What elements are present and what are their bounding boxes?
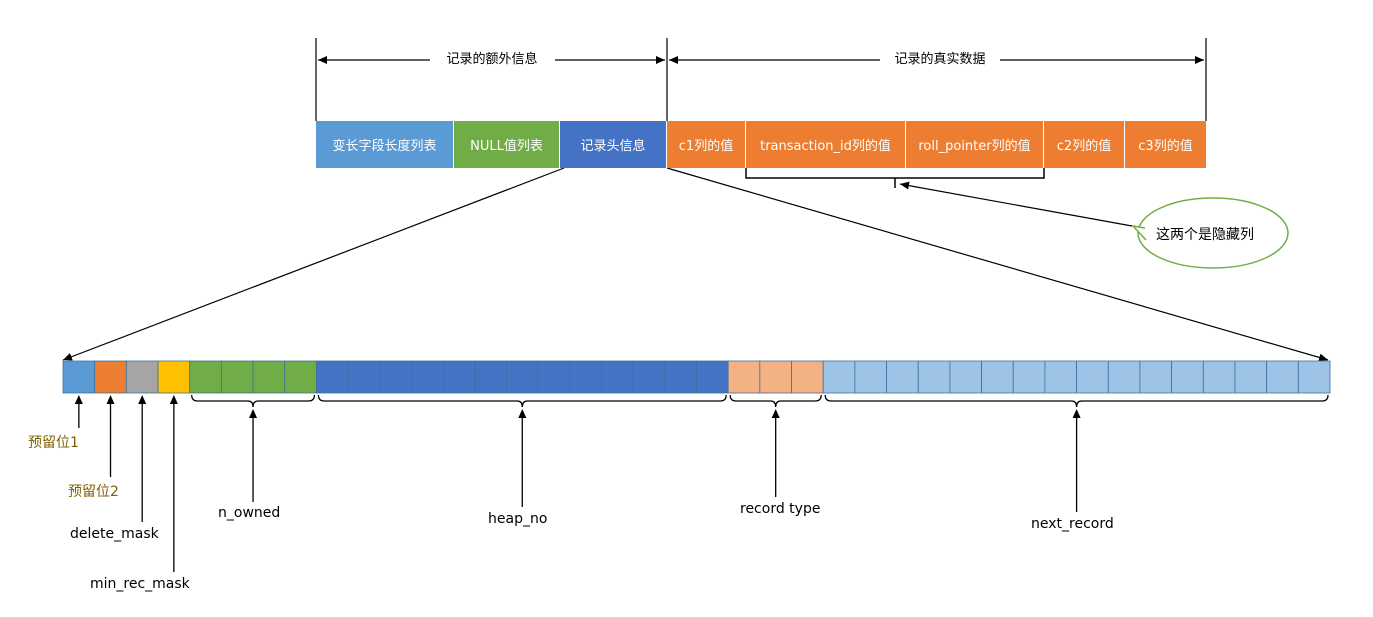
- label-reserved2: 预留位2: [68, 484, 119, 500]
- pointer-record-type-head: [771, 409, 780, 418]
- segment-record-header: 记录头信息: [560, 121, 667, 168]
- label-n-owned: n_owned: [218, 505, 281, 521]
- pointer-next-record-head: [1072, 409, 1081, 418]
- bit-cell-min-rec-mask: [157, 360, 191, 394]
- pointer-reserved2-head: [106, 395, 115, 404]
- bit-cell-next-record: [1297, 360, 1331, 394]
- brace-n-owned: [191, 394, 316, 408]
- bit-cell-next-record: [1012, 360, 1046, 394]
- segment-transaction-id-label: transaction_id列的值: [760, 139, 891, 154]
- segment-record-header-label: 记录头信息: [580, 139, 646, 154]
- bit-cell-next-record: [981, 360, 1014, 394]
- brace-heap-no: [317, 394, 727, 408]
- bit-cell-heap-no: [696, 360, 729, 394]
- segment-c1-label: c1列的值: [678, 139, 734, 154]
- segment-null-list: NULL值列表: [454, 121, 560, 168]
- bit-cell-next-record: [1266, 360, 1299, 394]
- label-next-record: next_record: [1031, 516, 1114, 532]
- bit-cell-next-record: [1076, 360, 1109, 394]
- bit-cell-heap-no: [537, 360, 571, 394]
- label-reserved1: 预留位1: [28, 435, 79, 451]
- segment-var-len-list: 变长字段长度列表: [316, 121, 454, 168]
- callout-tail: [1130, 224, 1147, 241]
- bit-cell-heap-no: [379, 360, 412, 394]
- bit-cell-n-owned: [189, 360, 222, 394]
- callout-text: 这两个是隐藏列: [1156, 227, 1254, 243]
- callout-arrow: [899, 181, 1133, 227]
- segment-c3: c3列的值: [1125, 121, 1206, 168]
- segment-transaction-id: transaction_id列的值: [746, 121, 906, 168]
- segment-roll-pointer: roll_pointer列的值: [906, 121, 1044, 168]
- expand-line-left: [62, 167, 565, 361]
- real-data-label: 记录的真实数据: [886, 50, 994, 70]
- bit-cell-next-record: [917, 360, 951, 394]
- bit-cell-reserved1: [62, 360, 96, 394]
- bit-cell-next-record: [886, 360, 919, 394]
- bit-cell-next-record: [1139, 360, 1173, 394]
- segment-c3-label: c3列的值: [1138, 139, 1193, 154]
- brace-next-record: [824, 394, 1329, 408]
- segment-var-len-list-label: 变长字段长度列表: [332, 139, 437, 154]
- segment-c1: c1列的值: [667, 121, 746, 168]
- bit-cell-heap-no: [664, 360, 697, 394]
- bit-cell-heap-no: [442, 360, 476, 394]
- extra-info-label: 记录的额外信息: [438, 50, 546, 70]
- callout-bubble: [1137, 197, 1289, 269]
- bit-cell-heap-no: [411, 360, 444, 394]
- bit-cell-heap-no: [601, 360, 634, 394]
- label-delete-mask: delete_mask: [70, 526, 159, 542]
- bit-cell-record-type: [791, 360, 824, 394]
- label-record-type: record type: [740, 501, 821, 517]
- bit-cell-n-owned: [252, 360, 286, 394]
- bit-cell-delete-mask: [125, 360, 159, 394]
- bit-cell-heap-no: [315, 360, 349, 394]
- bit-cell-heap-no: [569, 360, 602, 394]
- bit-cell-next-record: [1107, 360, 1141, 394]
- bit-cell-next-record: [1202, 360, 1236, 394]
- bit-cell-next-record: [854, 360, 887, 394]
- header-bits: [62, 360, 1331, 394]
- pointer-min-rec-mask-head: [169, 395, 178, 404]
- bit-cell-next-record: [1234, 360, 1268, 394]
- bit-cell-record-type: [727, 360, 761, 394]
- expand-line-right: [666, 167, 1329, 362]
- pointer-delete-mask-head: [138, 395, 147, 404]
- brace-record-type: [729, 394, 822, 408]
- pointer-reserved1-head: [74, 395, 83, 404]
- pointer-n-owned-head: [249, 409, 258, 418]
- bit-cell-reserved2: [94, 360, 127, 394]
- bit-cell-heap-no: [347, 360, 381, 394]
- bit-cell-n-owned: [220, 360, 254, 394]
- bit-cell-heap-no: [632, 360, 666, 394]
- bit-group-brackets: [74, 394, 1329, 572]
- bit-cell-next-record: [1171, 360, 1204, 394]
- bit-cell-heap-no: [506, 360, 539, 394]
- bit-cell-n-owned: [284, 360, 317, 394]
- label-heap-no: heap_no: [488, 511, 548, 527]
- segment-c2: c2列的值: [1044, 121, 1125, 168]
- bit-cell-next-record: [822, 360, 856, 394]
- label-min-rec-mask: min_rec_mask: [90, 576, 190, 592]
- bit-cell-heap-no: [474, 360, 507, 394]
- segment-c2-label: c2列的值: [1056, 139, 1112, 154]
- segment-null-list-label: NULL值列表: [470, 139, 543, 154]
- bit-cell-record-type: [759, 360, 792, 394]
- hidden-columns-brace: [745, 168, 1045, 188]
- bit-cell-next-record: [949, 360, 982, 394]
- bit-cell-next-record: [1044, 360, 1078, 394]
- segment-roll-pointer-label: roll_pointer列的值: [918, 139, 1031, 154]
- pointer-heap-no-head: [518, 409, 527, 418]
